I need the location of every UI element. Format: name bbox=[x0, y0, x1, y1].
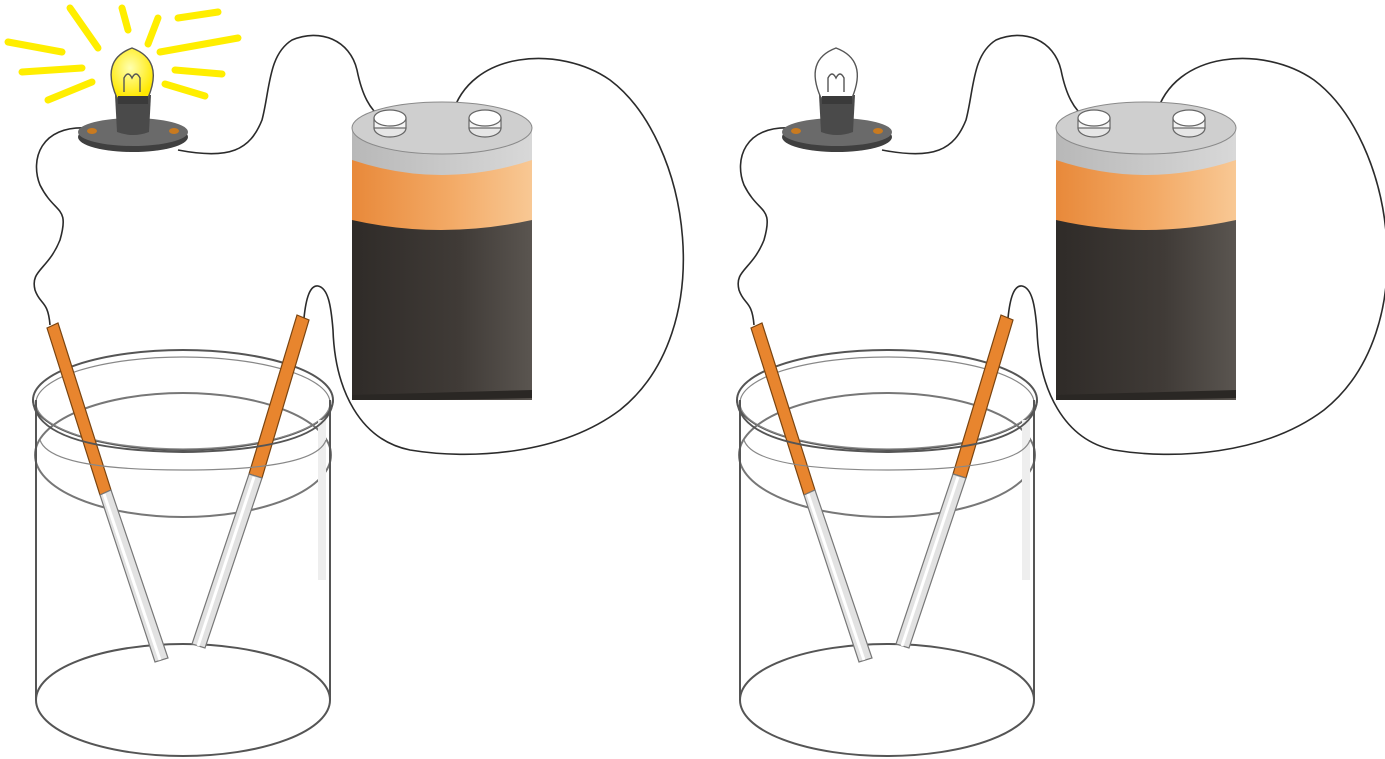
glow-rays bbox=[4, 4, 242, 104]
panel-left bbox=[4, 4, 685, 758]
panel-right bbox=[735, 33, 1385, 758]
light-bulb-icon bbox=[110, 47, 155, 104]
light-bulb-icon bbox=[814, 47, 859, 104]
